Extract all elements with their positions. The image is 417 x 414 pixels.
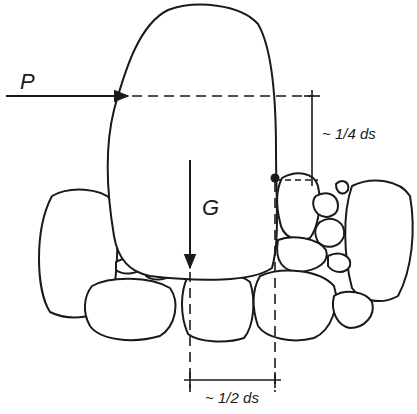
bottom-stone	[85, 279, 176, 340]
force-label: G	[202, 196, 219, 220]
dimension-tick	[189, 372, 191, 388]
dimension-tick	[274, 372, 276, 388]
large-stone	[108, 5, 277, 280]
dimension-label: ~ 1/4 ds	[322, 126, 376, 143]
pebble	[328, 254, 350, 272]
pivot-point	[271, 174, 280, 183]
force-label: P	[20, 70, 35, 94]
bottom-stone	[254, 271, 336, 341]
dimension-line	[184, 379, 281, 381]
dimension-label: ~ 1/2 ds	[205, 390, 259, 407]
pebble	[315, 219, 344, 247]
dashed-line	[189, 272, 191, 392]
dimension-tick	[304, 95, 320, 97]
force-arrow	[6, 95, 128, 97]
right-stone	[345, 181, 412, 302]
dashed-line	[132, 95, 314, 97]
bottom-stone	[182, 273, 253, 342]
bottom-stone	[333, 292, 373, 328]
dimension-line	[311, 90, 313, 186]
pebble	[313, 193, 338, 217]
pebble	[336, 181, 348, 193]
pebble	[277, 237, 327, 272]
dashed-line	[274, 182, 276, 392]
force-arrow	[189, 160, 191, 268]
